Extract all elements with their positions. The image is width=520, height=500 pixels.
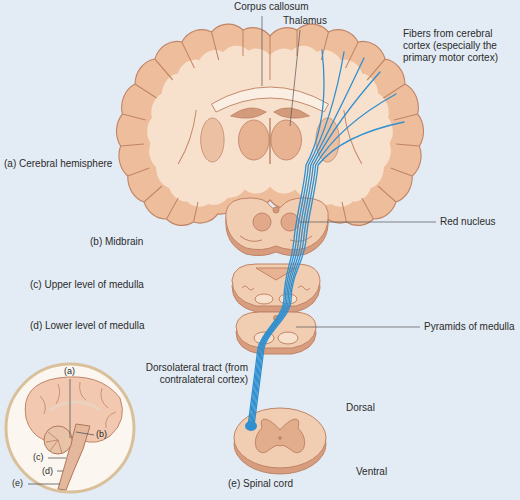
callout-letter: (b) [96,429,107,440]
structure-label: Thalamus [283,15,327,27]
upper-medulla-section [232,264,320,312]
putamen [201,118,224,162]
midbrain-section [226,198,328,256]
orientation-label: Dorsal [346,402,375,414]
callout-letter: (d) [42,466,53,477]
lateral-ventricle [230,108,309,118]
section-label: (b) Midbrain [90,236,143,248]
inset-sagittal-brain [6,364,134,492]
third-ventricle [269,118,270,164]
spinal-cord-section [234,408,326,474]
cortex [116,24,423,225]
section-label: (e) Spinal cord [228,478,293,490]
structure-label: Pyramids of medulla [424,321,515,333]
structure-label: Corpus callosum [234,1,308,13]
callout-letter: (c) [33,452,44,463]
thalamus [239,120,270,160]
structure-label: Red nucleus [440,216,496,228]
corticospinal-fibers [245,50,404,431]
dorsolateral-tract [245,421,257,431]
section-label: (d) Lower level of medulla [30,320,145,332]
section-label: (a) Cerebral hemisphere [4,158,112,170]
pathway-label: Fibers from cerebral cortex (especially … [403,28,515,64]
section-label: (c) Upper level of medulla [30,279,144,291]
callout-letter: (a) [64,366,75,377]
grey-matter [255,419,304,453]
callout-letter: (e) [12,478,23,489]
sulci [121,30,420,222]
thalamus [271,120,302,160]
red-nucleus [253,213,271,231]
pyramid [278,332,298,344]
pathway-label: Dorsolateral tract (from contralateral c… [128,362,248,386]
cerebral-hemisphere [116,24,423,225]
section-lines [28,379,94,484]
corpus-callosum [212,87,329,112]
orientation-label: Ventral [356,466,387,478]
